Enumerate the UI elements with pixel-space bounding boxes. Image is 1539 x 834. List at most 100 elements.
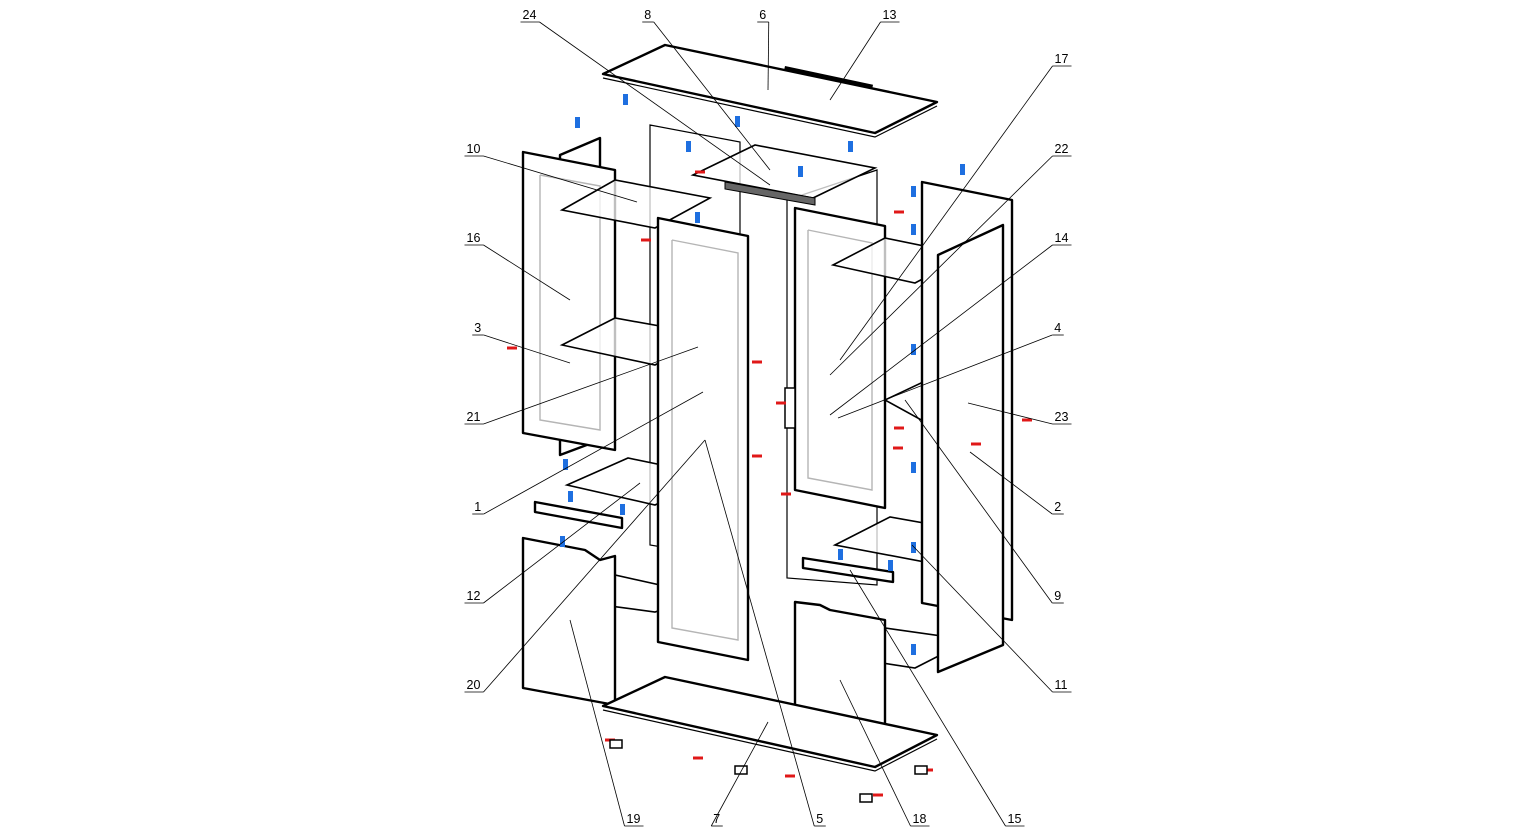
callout-15: 15 [849, 569, 1025, 827]
cam-fitting-icon [971, 442, 981, 446]
callout-label: 23 [1055, 410, 1069, 424]
cam-fitting-icon [507, 346, 517, 350]
callout-18: 18 [839, 679, 930, 827]
leader-line [483, 346, 699, 425]
leader-line [483, 391, 704, 515]
cam-fitting-icon [785, 774, 795, 778]
furniture-parts [521, 43, 1014, 772]
cam-fitting-icon [923, 768, 933, 772]
left-tall-door [656, 216, 750, 662]
dowel-icon [838, 549, 843, 560]
callout-label: 10 [467, 142, 481, 156]
leader-line [829, 244, 1053, 416]
leader-line [569, 619, 625, 827]
leader-line [839, 679, 911, 827]
callout-label: 18 [913, 812, 927, 826]
leader-line [483, 439, 706, 693]
leader-line [704, 439, 815, 827]
callout-label: 9 [1054, 589, 1061, 603]
callout-label: 16 [467, 231, 481, 245]
dowel-icon [911, 644, 916, 655]
leader-line [483, 244, 571, 301]
leader-line [904, 399, 1053, 604]
dowel-icon [848, 141, 853, 152]
callout-label: 14 [1055, 231, 1069, 245]
right-drawer-rail [801, 556, 895, 584]
dowel-icon [560, 536, 565, 547]
foot-leveler-icon [914, 765, 928, 775]
callout-label: 24 [523, 8, 537, 22]
leader-line [829, 21, 881, 101]
callout-17: 17 [839, 52, 1072, 361]
callout-5: 5 [704, 439, 826, 827]
callout-label: 2 [1054, 500, 1061, 514]
dowel-icon [695, 212, 700, 223]
callout-label: 21 [467, 410, 481, 424]
cam-fitting-icon [894, 210, 904, 214]
callout-13: 13 [829, 8, 900, 101]
cam-fitting-icon [752, 454, 762, 458]
dowel-icon [911, 186, 916, 197]
top-shelf [690, 144, 878, 199]
dowel-icon [563, 459, 568, 470]
callout-4: 4 [837, 321, 1064, 419]
foot-leveler-icon [859, 793, 873, 803]
leader-line [837, 334, 1053, 419]
cam-fitting-icon [752, 360, 762, 364]
left-outer-side-panel [521, 150, 617, 452]
dowel-icon [911, 542, 916, 553]
dowel-icon [798, 166, 803, 177]
callout-label: 20 [467, 678, 481, 692]
foot-leveler-icon [609, 739, 623, 749]
leader-line [969, 451, 1053, 515]
callout-11: 11 [911, 544, 1072, 693]
lower-left-door [521, 536, 617, 707]
dowel-icon [575, 117, 580, 128]
callout-19: 19 [569, 619, 644, 827]
cam-fitting-icon [781, 492, 791, 496]
cam-fitting-icon [873, 793, 883, 797]
dowel-icon [911, 462, 916, 473]
hardware-fittings [507, 94, 1032, 803]
cam-fitting-icon [693, 756, 703, 760]
cam-fitting-icon [641, 238, 651, 242]
callout-label: 3 [474, 321, 481, 335]
dowel-icon [620, 504, 625, 515]
cam-fitting-icon [1022, 418, 1032, 422]
leader-line [483, 482, 641, 604]
leader-line [839, 65, 1053, 361]
callout-12: 12 [464, 482, 641, 604]
leader-line [967, 402, 1053, 425]
leader-line [483, 155, 638, 203]
callout-16: 16 [464, 231, 571, 301]
callout-label: 15 [1008, 812, 1022, 826]
callout-label: 17 [1055, 52, 1069, 66]
leader-line [911, 544, 1053, 693]
top-rail [724, 181, 816, 206]
leader-line [539, 21, 771, 186]
leader-line [483, 334, 571, 364]
dowel-icon [686, 141, 691, 152]
callout-6: 6 [757, 8, 770, 91]
right-side-front [936, 223, 1005, 674]
callout-label: 5 [816, 812, 823, 826]
leader-line [767, 21, 770, 91]
cam-fitting-icon [894, 426, 904, 430]
door-handle [784, 387, 796, 429]
dowel-icon [911, 224, 916, 235]
callout-label: 22 [1055, 142, 1069, 156]
callout-23: 23 [967, 402, 1072, 425]
callout-24: 24 [520, 8, 771, 186]
callout-8: 8 [642, 8, 771, 171]
callout-label: 19 [627, 812, 641, 826]
callout-label: 6 [759, 8, 766, 22]
leader-line [829, 155, 1053, 376]
cam-fitting-icon [695, 170, 705, 174]
callout-3: 3 [472, 321, 571, 364]
callout-7: 7 [710, 721, 769, 827]
leader-line [849, 569, 1006, 827]
foot-leveler-icon [734, 765, 748, 775]
leader-line [710, 721, 769, 827]
